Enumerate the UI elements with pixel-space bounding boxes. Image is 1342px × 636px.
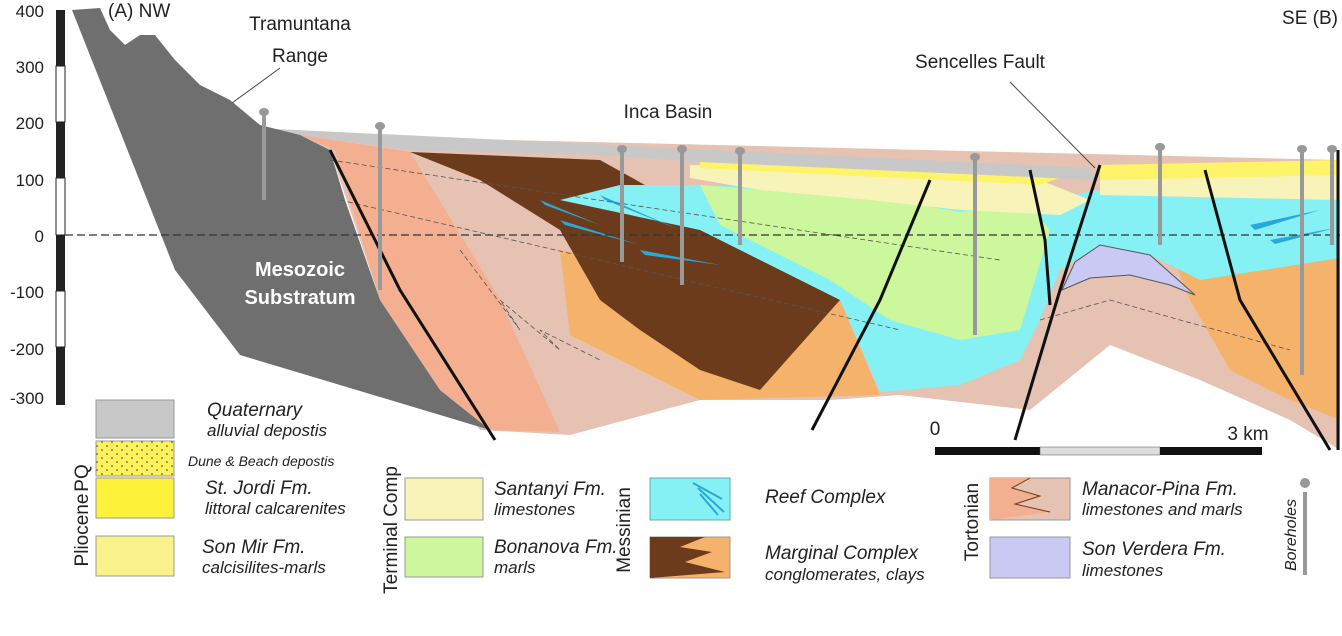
- legend-desc: alluvial depostis: [207, 421, 328, 440]
- strata: [72, 8, 1340, 450]
- legend: PQ Pliocene Terminal Comp Messinian Tort…: [72, 399, 1310, 594]
- legend-desc: marls: [494, 558, 536, 577]
- swatch-son-verdera: [989, 536, 1071, 579]
- tramuntana-label: Tramuntana: [249, 14, 351, 35]
- legend-label: Son Mir Fm.: [202, 537, 305, 558]
- swatch-quaternary: [95, 399, 175, 439]
- depth-axis: 400 300 200 100 0 -100 -200 -300: [10, 2, 66, 408]
- legend-desc: littoral calcarenites: [205, 499, 346, 518]
- tick-label: 200: [16, 114, 44, 133]
- legend-label: St. Jordi Fm.: [205, 478, 313, 499]
- group-messinian: Messinian: [614, 487, 635, 573]
- borehole-icon: [1300, 478, 1310, 488]
- bonanova-marls: [700, 185, 1050, 340]
- manacor-pina-limestones: [300, 135, 560, 432]
- group-pq: PQ: [72, 464, 93, 491]
- mesozoic-substratum: [72, 8, 490, 430]
- inca-basin-label: Inca Basin: [624, 102, 713, 123]
- mesozoic-label: Mesozoic: [255, 259, 345, 281]
- tick-label: -300: [10, 389, 44, 408]
- tick-label: -100: [10, 283, 44, 302]
- nw-label: (A) NW: [108, 1, 170, 22]
- leader-line: [231, 67, 281, 104]
- range-label: Range: [272, 46, 328, 67]
- legend-label: Boreholes: [1283, 499, 1300, 571]
- boreholes: [259, 108, 1337, 375]
- legend-desc: limestones and marls: [1082, 500, 1243, 519]
- marginal-complex-brown: [410, 152, 840, 390]
- quaternary-alluvial: [255, 128, 1095, 180]
- group-terminal: Terminal Comp: [381, 466, 402, 594]
- legend-label: Santanyi Fm.: [494, 479, 606, 500]
- leader-line: [1009, 81, 1096, 169]
- faults: [328, 149, 1340, 451]
- scale-start: 0: [930, 419, 941, 440]
- substratum-label: Substratum: [244, 287, 355, 309]
- tick-label: -200: [10, 340, 44, 359]
- swatch-st-jordi: [95, 477, 175, 519]
- group-pliocene: Pliocene: [72, 494, 93, 567]
- swatch-bonanova: [404, 536, 484, 578]
- tick-label: 300: [16, 58, 44, 77]
- legend-desc: conglomerates, clays: [765, 565, 925, 584]
- scale-end: 3 km: [1227, 424, 1268, 445]
- legend-label: Quaternary: [207, 400, 304, 421]
- swatch-son-mir: [95, 535, 175, 577]
- scale-bar: 0 3 km: [930, 419, 1269, 456]
- swatch-santanyi: [404, 477, 484, 521]
- legend-label: Son Verdera Fm.: [1082, 539, 1226, 560]
- se-label: SE (B): [1282, 8, 1338, 29]
- legend-label: Manacor-Pina Fm.: [1082, 479, 1238, 500]
- marginal-complex-orange-right: [1170, 240, 1340, 420]
- swatch-dune: [95, 440, 175, 477]
- legend-label: Dune & Beach depostis: [188, 453, 334, 469]
- legend-label: Bonanova Fm.: [494, 537, 618, 558]
- group-tortonian: Tortonian: [962, 483, 983, 561]
- legend-desc: calcisilites-marls: [202, 558, 326, 577]
- tick-label: 400: [16, 2, 44, 21]
- legend-desc: limestones: [1082, 561, 1164, 580]
- son-verdera-limestones: [1060, 244, 1196, 296]
- legend-label: Marginal Complex: [765, 543, 920, 564]
- sencelles-fault-label: Sencelles Fault: [915, 52, 1046, 73]
- tick-label: 0: [35, 227, 44, 246]
- legend-label: Reef Complex: [765, 487, 887, 508]
- legend-desc: limestones: [494, 500, 576, 519]
- tick-label: 100: [16, 171, 44, 190]
